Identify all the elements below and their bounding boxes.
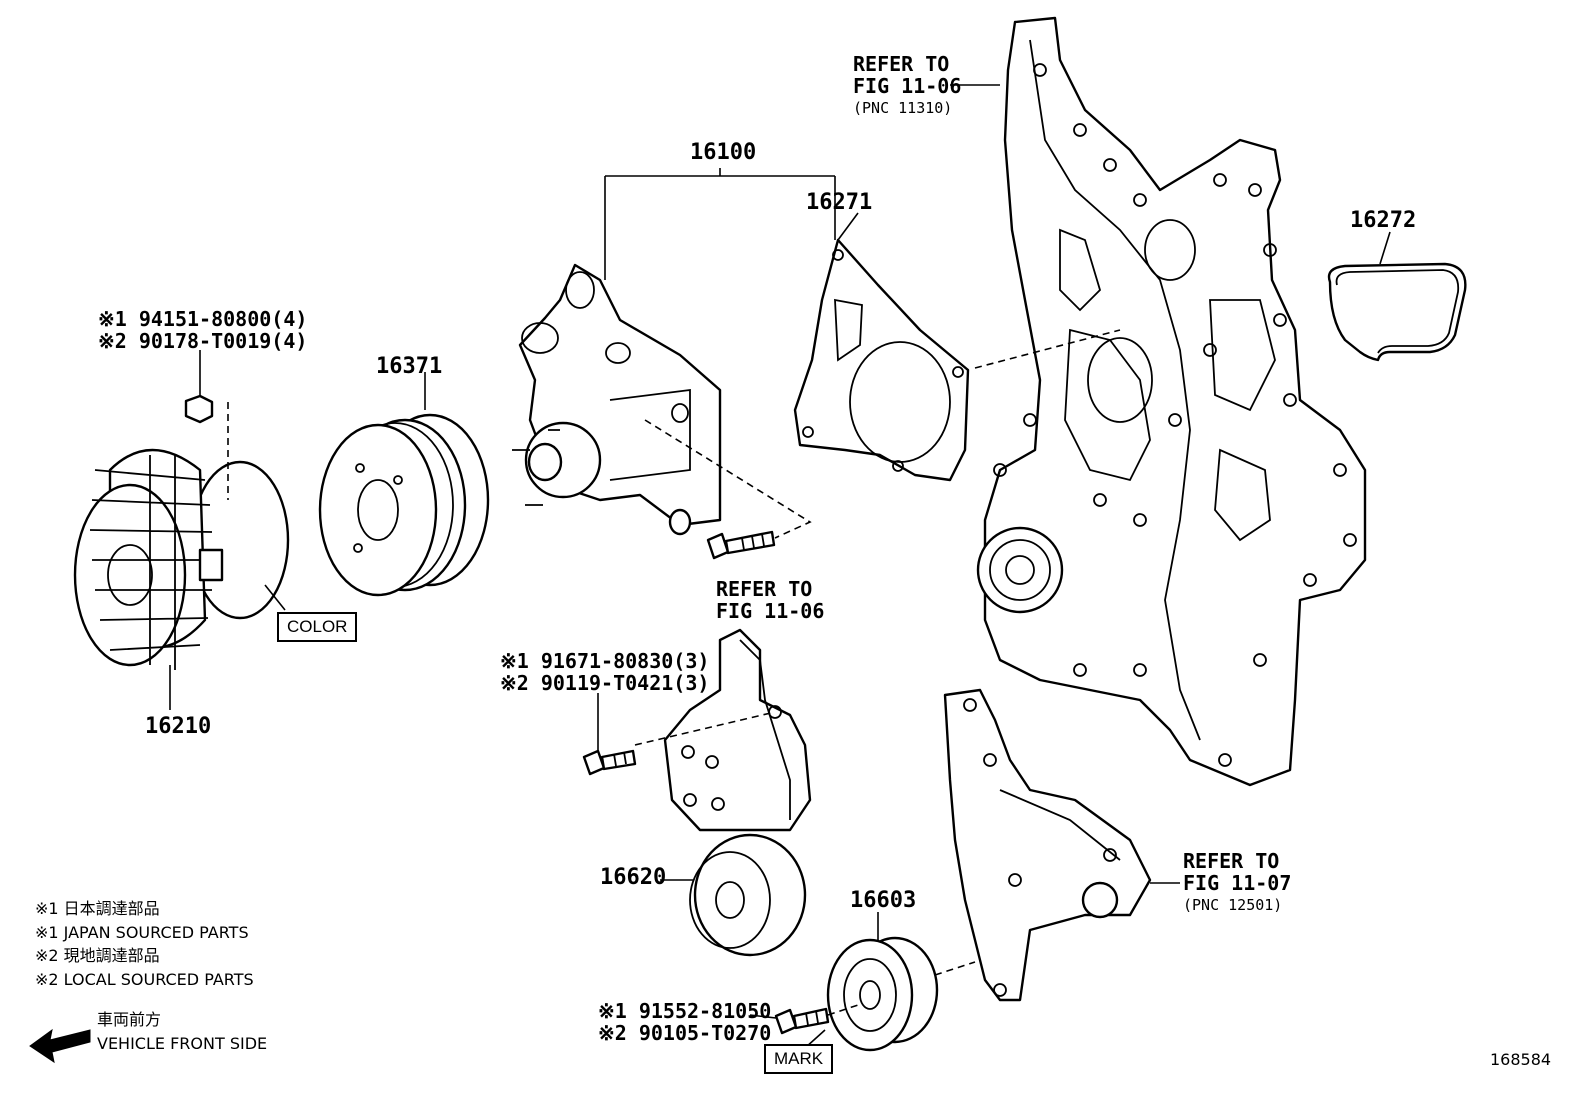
refer-bolt-line2: FIG 11-06 <box>716 599 825 623</box>
timing-chain-cover <box>976 16 1367 787</box>
nut-part-line2: ※2 90178-T0019(4) <box>98 329 308 353</box>
refer-to-top[interactable]: REFER TO FIG 11-06 (PNC 11310) <box>853 53 961 119</box>
legend-line2: ※1 JAPAN SOURCED PARTS <box>35 922 249 942</box>
water-pump-16100 <box>512 263 722 536</box>
refer-line1: REFER TO <box>853 52 950 76</box>
color-box: COLOR <box>277 612 358 642</box>
refer-to-bolt[interactable]: REFER TO FIG 11-06 <box>716 578 824 622</box>
mark-box: MARK <box>764 1044 834 1074</box>
part-number-16603[interactable]: 16603 <box>850 888 917 913</box>
legend-line3: ※2 現地調達部品 <box>35 946 160 965</box>
tensioner-16620 <box>663 628 812 957</box>
refer-bolt-line1: REFER TO <box>716 577 813 601</box>
nut-part-line1: ※1 94151-80800(4) <box>98 307 308 331</box>
refer-to-bracket[interactable]: REFER TO FIG 11-07 (PNC 12501) <box>1183 850 1291 916</box>
part-number-16271[interactable]: 16271 <box>806 190 873 215</box>
refer-line2: FIG 11-06 <box>853 74 962 98</box>
idler-pulley-16603 <box>826 936 939 1052</box>
legend-line1: ※1 日本調達部品 <box>35 899 160 918</box>
refer-bracket-line3: (PNC 12501) <box>1183 896 1283 914</box>
pulley-16371 <box>318 413 490 597</box>
part-number-16100[interactable]: 16100 <box>690 140 757 165</box>
tensioner-bolt-line2: ※2 90119-T0421(3) <box>500 671 710 695</box>
arrow-left-icon <box>29 1028 91 1064</box>
bracket <box>943 688 1152 1002</box>
nut-part-numbers[interactable]: ※1 94151-80800(4) ※2 90178-T0019(4) <box>98 308 307 352</box>
refer-bracket-line1: REFER TO <box>1183 849 1280 873</box>
nut <box>184 394 214 424</box>
front-side-jp: 車両前方 <box>97 1010 162 1029</box>
part-number-16272[interactable]: 16272 <box>1350 208 1417 233</box>
bolt-idler <box>774 1007 830 1035</box>
tensioner-bolt-part-numbers[interactable]: ※1 91671-80830(3) ※2 90119-T0421(3) <box>500 650 709 694</box>
legend: ※1 日本調達部品 ※1 JAPAN SOURCED PARTS ※2 現地調達… <box>35 897 254 991</box>
tensioner-bolt-line1: ※1 91671-80830(3) <box>500 649 710 673</box>
bolt-water-pump <box>706 530 776 560</box>
part-number-16620[interactable]: 16620 <box>600 865 667 890</box>
idler-bolt-line2: ※2 90105-T0270 <box>598 1021 772 1045</box>
idler-bolt-part-numbers[interactable]: ※1 91552-81050 ※2 90105-T0270 <box>598 1000 771 1044</box>
bolt-tensioner <box>582 749 637 776</box>
legend-line4: ※2 LOCAL SOURCED PARTS <box>35 969 254 989</box>
water-pump-gasket-16271 <box>793 238 970 482</box>
idler-bolt-line1: ※1 91552-81050 <box>598 999 772 1023</box>
front-side-en: VEHICLE FRONT SIDE <box>97 1033 268 1053</box>
front-side-label: 車両前方 VEHICLE FRONT SIDE <box>97 1008 267 1055</box>
o-ring-16272 <box>1327 262 1467 362</box>
part-number-16371[interactable]: 16371 <box>376 354 443 379</box>
fan-clutch-16210 <box>73 448 290 670</box>
refer-line3: (PNC 11310) <box>853 99 953 117</box>
part-number-16210[interactable]: 16210 <box>145 714 212 739</box>
figure-id: 168584 <box>1490 1050 1552 1069</box>
refer-bracket-line2: FIG 11-07 <box>1183 871 1292 895</box>
